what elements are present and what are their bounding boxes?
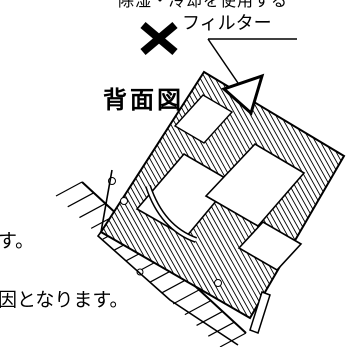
hatch-line xyxy=(161,278,188,294)
grille-line xyxy=(229,72,344,318)
back-view-label: 背面図 xyxy=(103,86,184,114)
hatch-line xyxy=(79,203,106,219)
grille-line xyxy=(324,72,344,318)
text-fragment-2: 因となります。 xyxy=(0,289,129,311)
hatch-line xyxy=(208,321,235,337)
device-leg xyxy=(249,291,271,334)
bolt xyxy=(120,197,128,205)
filter-label: フィルター xyxy=(182,13,272,34)
text-fragment-1: す。 xyxy=(0,230,35,252)
x-mark-icon xyxy=(140,21,178,56)
grille-line xyxy=(334,72,344,318)
inner-panel-top xyxy=(173,94,234,144)
hatch-line xyxy=(219,332,247,347)
grille-line xyxy=(101,72,221,318)
hatch-line xyxy=(55,181,83,197)
hatch-line xyxy=(67,192,94,208)
grille-line xyxy=(339,72,344,318)
bolt xyxy=(136,268,144,276)
grille-line xyxy=(329,72,344,318)
top-cropped-text: 除湿・冷却を使用する xyxy=(118,0,289,10)
bolt xyxy=(214,279,222,287)
hatch-line xyxy=(196,310,223,326)
filter-pointer xyxy=(207,38,297,116)
inner-panel-bottom xyxy=(237,220,303,272)
inner-panel-right xyxy=(204,142,306,228)
hatch-line xyxy=(172,289,200,305)
grille-line xyxy=(319,72,344,318)
